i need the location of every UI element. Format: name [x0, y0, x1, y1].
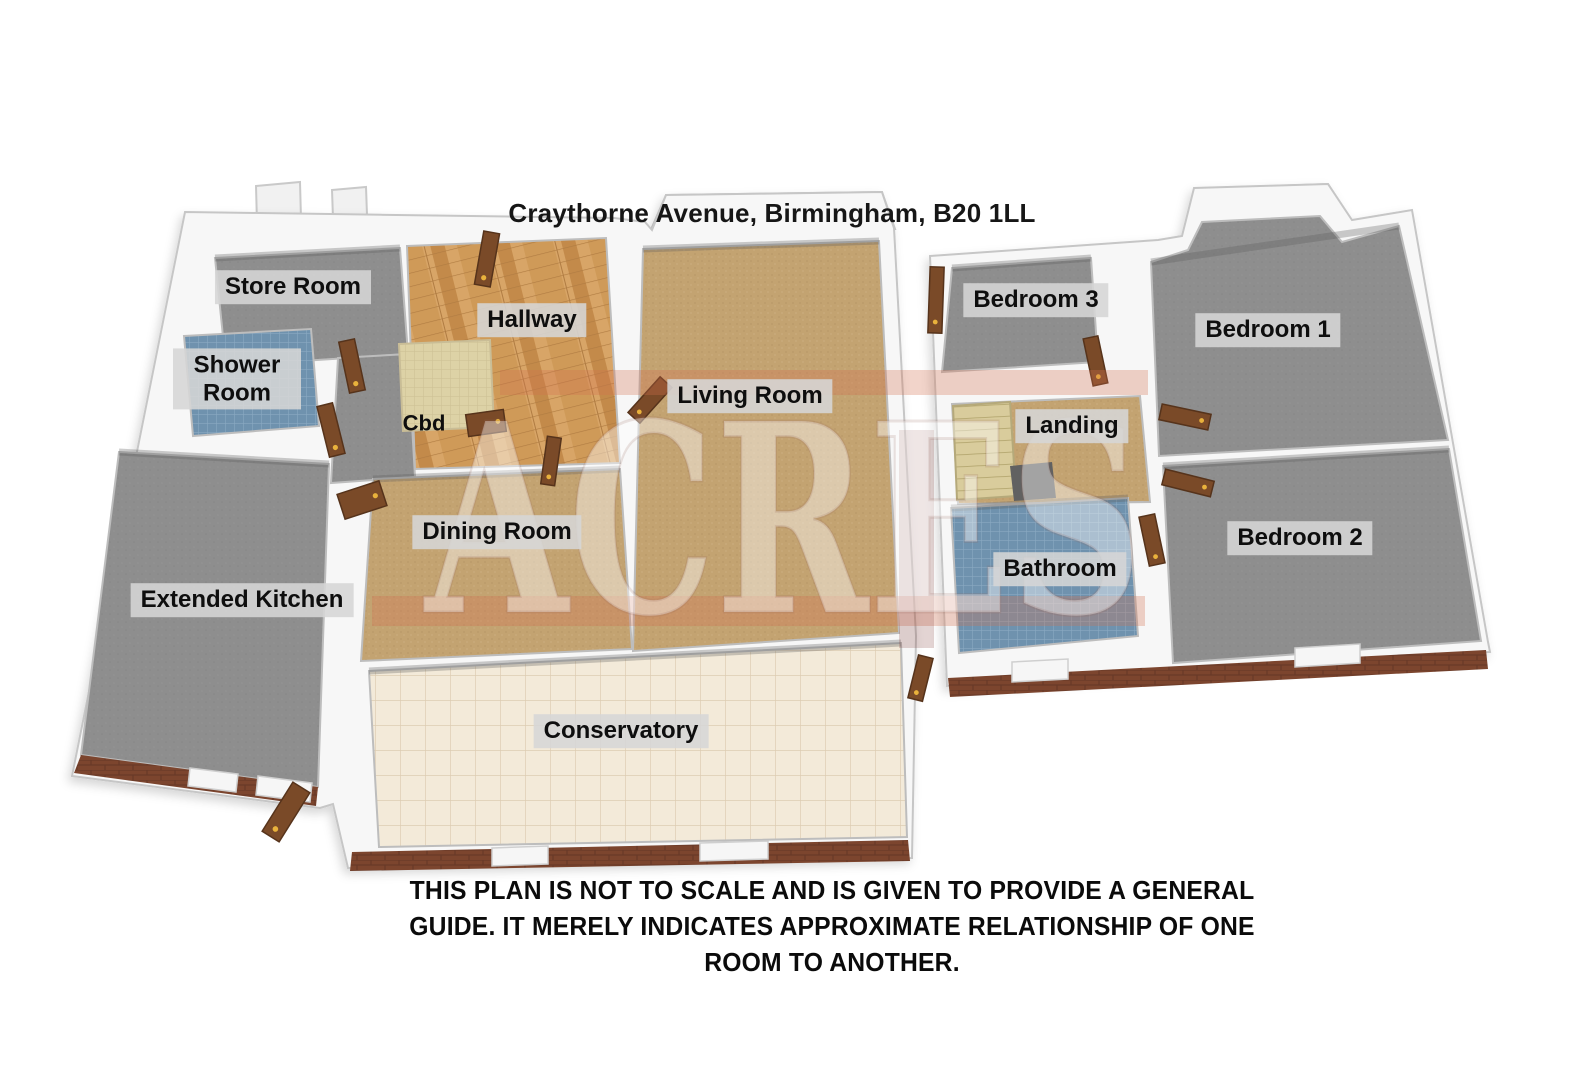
room-label-conservatory: Conservatory	[533, 714, 709, 748]
room-label-extended-kitchen: Extended Kitchen	[130, 583, 354, 617]
room-label-living-room: Living Room	[667, 379, 833, 413]
room-label-dining-room: Dining Room	[412, 515, 582, 549]
door-hallway-dining	[539, 435, 563, 487]
wall-shading	[118, 222, 1450, 675]
room-label-shower-room: Shower Room	[173, 348, 301, 410]
door-shower-room	[316, 401, 346, 459]
page-title: Craythorne Avenue, Birmingham, B20 1LL	[508, 198, 1036, 228]
room-label-hallway: Hallway	[477, 303, 587, 337]
doors	[261, 230, 1216, 843]
stair-void	[1010, 462, 1056, 501]
disclaimer-line-2: GUIDE. IT MERELY INDICATES APPROXIMATE R…	[409, 911, 1255, 941]
room-label-bedroom-2: Bedroom 2	[1227, 521, 1373, 555]
room-floor-extended-kitchen	[79, 450, 331, 789]
disclaimer-text: THIS PLAN IS NOT TO SCALE AND IS GIVEN T…	[357, 872, 1307, 980]
bathroom-window	[1011, 658, 1069, 683]
door-bedroom-1	[1157, 403, 1213, 431]
door-bathroom	[1138, 512, 1166, 568]
room-label-cbd: Cbd	[402, 410, 446, 436]
conservatory-door-2	[699, 840, 769, 862]
kitchen-window	[187, 767, 239, 793]
room-label-landing: Landing	[1015, 409, 1129, 443]
conservatory-door-1	[491, 845, 549, 867]
door-kitchen-lobby	[336, 479, 388, 521]
room-label-store-room: Store Room	[214, 270, 372, 304]
room-floor-bedroom-2	[1161, 447, 1483, 665]
room-label-bathroom: Bathroom	[993, 552, 1127, 586]
disclaimer-line-1: THIS PLAN IS NOT TO SCALE AND IS GIVEN T…	[409, 875, 1255, 905]
door-bedroom-3	[1082, 334, 1109, 387]
room-label-bedroom-1: Bedroom 1	[1195, 313, 1341, 347]
door-store-lobby	[337, 338, 367, 394]
room-floor-living-room	[631, 239, 901, 653]
bedroom-2-window	[1294, 643, 1361, 668]
brick-walls	[74, 643, 1488, 871]
door-hallway-front	[473, 230, 501, 288]
door-cbd	[464, 408, 508, 438]
room-label-bedroom-3: Bedroom 3	[963, 283, 1109, 317]
door-first-floor-left	[927, 266, 945, 334]
door-bedroom-2	[1160, 468, 1216, 498]
door-exterior-right	[906, 654, 934, 703]
disclaimer-line-3: ROOM TO ANOTHER.	[704, 947, 960, 977]
